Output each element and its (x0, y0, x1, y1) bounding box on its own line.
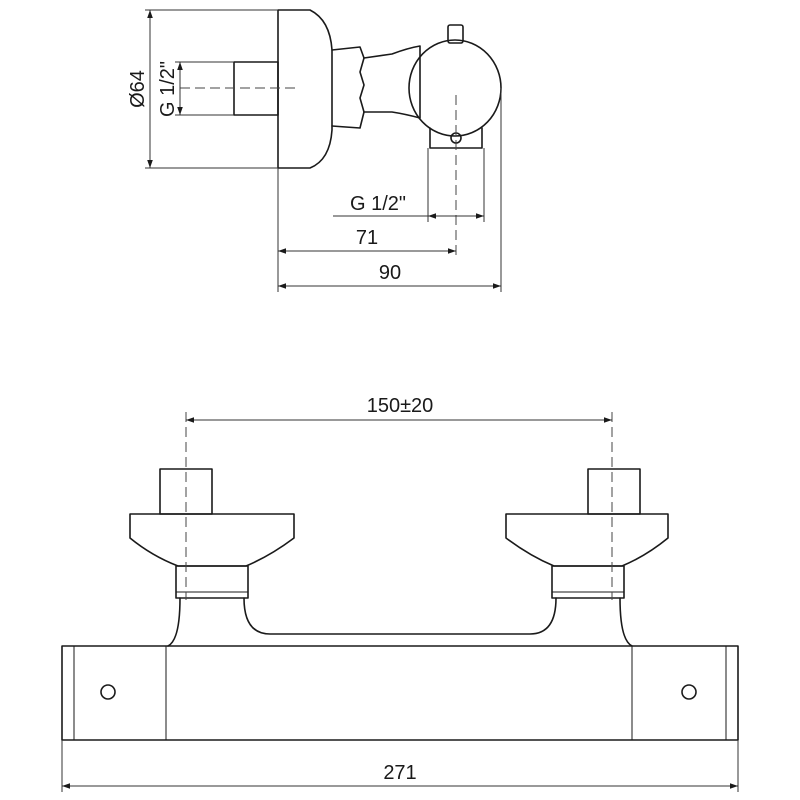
left-bridge-curve (167, 597, 181, 647)
front-view: 150±20 271 (61, 395, 739, 792)
valve-body (408, 39, 502, 137)
label-inlet-thread: G 1/2" (157, 61, 179, 117)
label-total-width: 271 (383, 762, 416, 784)
label-total-depth: 90 (379, 262, 401, 284)
right-connector (551, 565, 625, 599)
label-inlet-spacing: 150±20 (367, 395, 434, 417)
right-bridge-curve (619, 597, 633, 647)
left-flange (129, 513, 295, 567)
hex-nut (331, 46, 365, 129)
body-neck (363, 45, 421, 119)
connecting-bridge (243, 597, 557, 635)
left-screw-hole (100, 684, 116, 700)
right-flange (505, 513, 669, 567)
label-outlet-depth: 71 (356, 227, 378, 249)
label-flange-diameter: Ø64 (127, 70, 149, 108)
label-outlet-thread: G 1/2" (350, 193, 406, 215)
right-screw-hole (681, 684, 697, 700)
main-body (61, 645, 739, 741)
top-pin (447, 24, 464, 44)
right-inlet-stub (587, 468, 641, 515)
side-view: Ø64 G 1/2" G 1/2" 71 90 (127, 9, 502, 292)
left-connector (175, 565, 249, 599)
wall-flange (277, 9, 333, 169)
